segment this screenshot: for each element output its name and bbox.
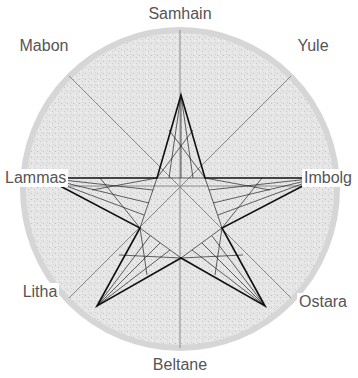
season-label: Imbolg [302,169,354,187]
wheel-ellipse [23,30,337,348]
season-label: Litha [21,283,60,301]
spoke-lines [23,30,337,348]
season-label: Lammas [3,169,68,187]
season-label: Ostara [297,293,349,311]
star-lattice [45,95,318,306]
season-label: Yule [295,37,330,55]
star-outline [45,95,318,306]
season-label: Samhain [146,5,213,23]
season-label: Mabon [18,37,71,55]
season-label: Beltane [151,356,209,374]
